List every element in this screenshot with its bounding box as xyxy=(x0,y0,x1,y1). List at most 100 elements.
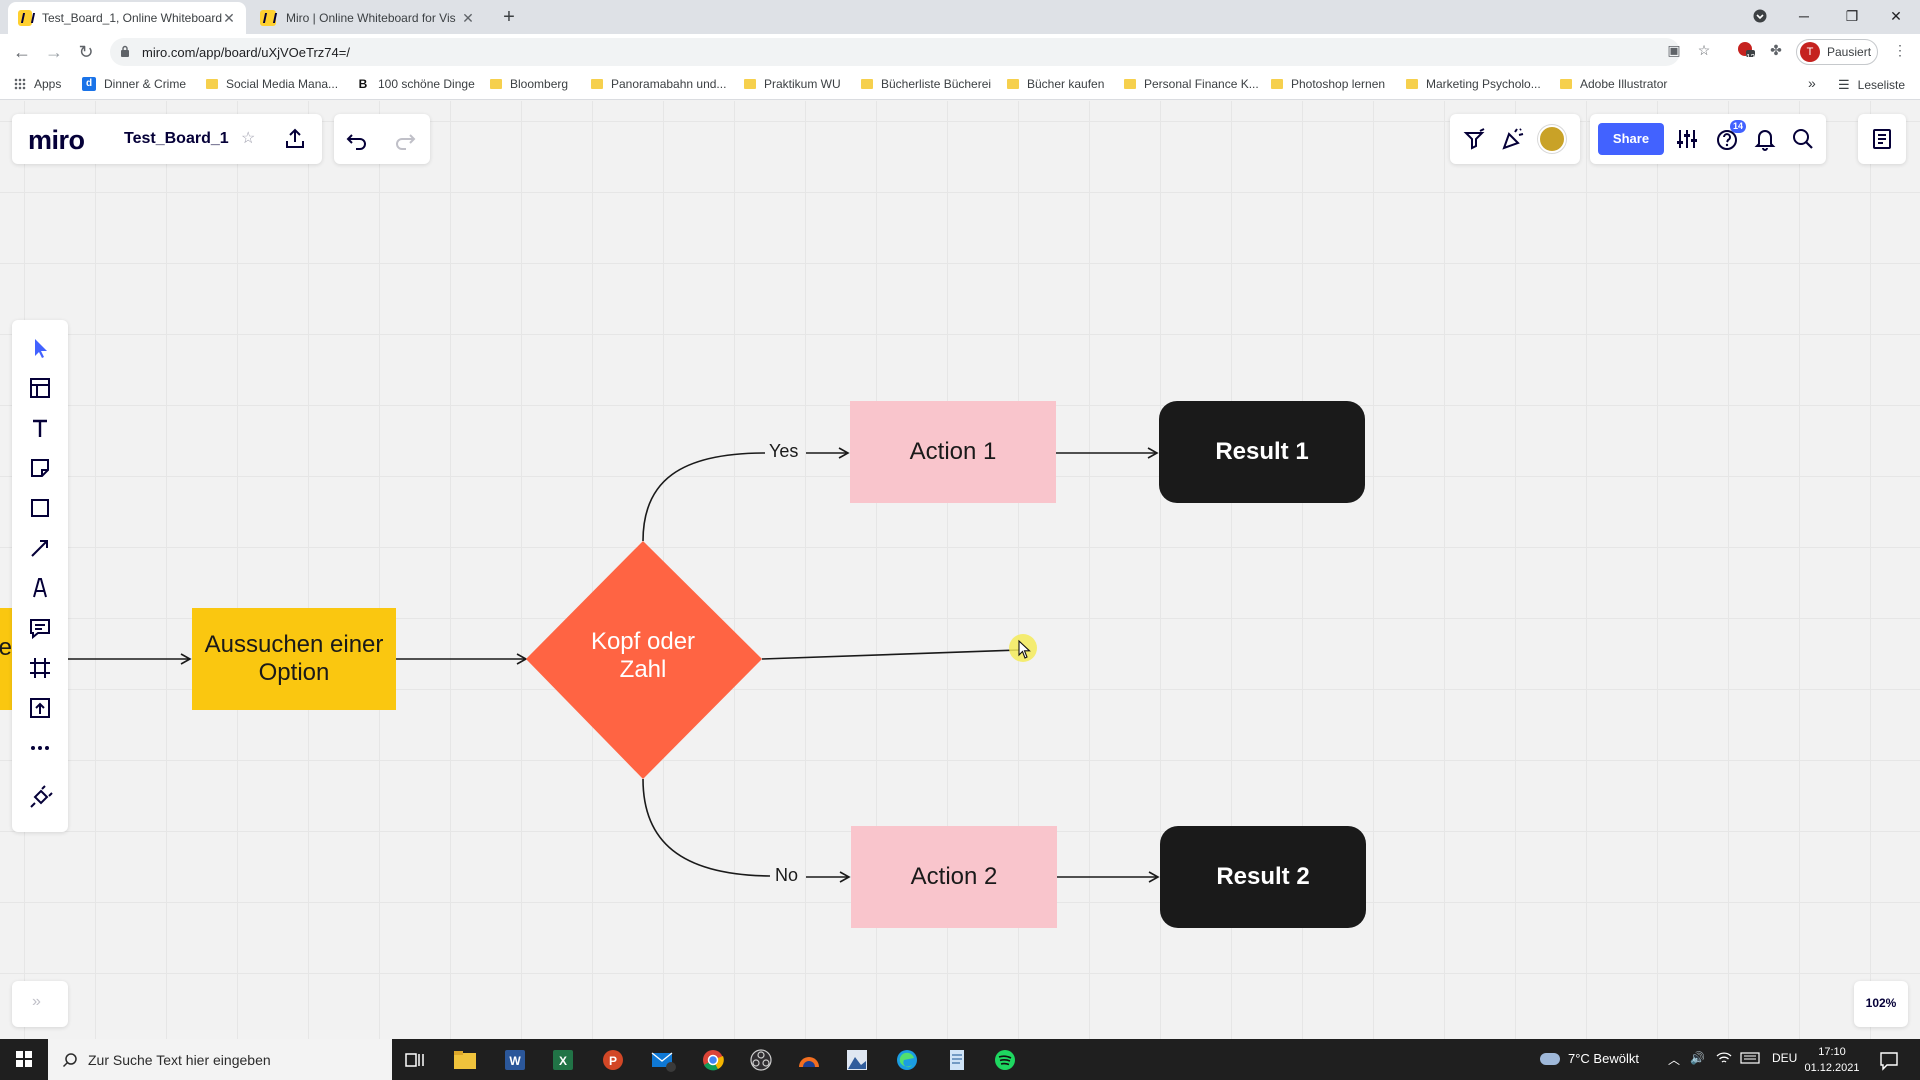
text-tool-icon[interactable] xyxy=(26,414,54,442)
tab-miro-website[interactable]: Miro | Online Whiteboard for Vis ✕ xyxy=(250,2,486,34)
bookmark-item[interactable]: Bücher kaufen xyxy=(1007,77,1104,91)
clock[interactable]: 17:10 01.12.2021 xyxy=(1800,1044,1864,1076)
board-name[interactable]: Test_Board_1 xyxy=(124,130,229,147)
zoom-control[interactable]: 102% xyxy=(1854,981,1908,1027)
bookmark-item[interactable]: Photoshop lernen xyxy=(1271,77,1385,91)
redo-icon[interactable] xyxy=(392,127,418,153)
forward-arrow-icon[interactable]: → xyxy=(45,42,63,62)
favorite-star-icon[interactable]: ☆ xyxy=(241,130,256,147)
bookmark-item[interactable]: Adobe Illustrator xyxy=(1560,77,1667,91)
network-icon[interactable] xyxy=(1716,1051,1732,1068)
tray-overflow-icon[interactable]: ︿ xyxy=(1668,1053,1681,1067)
bookmark-item[interactable]: Marketing Psycholo... xyxy=(1406,77,1541,91)
tab-test-board[interactable]: Test_Board_1, Online Whiteboard ✕ xyxy=(8,2,246,34)
frame-icon[interactable] xyxy=(26,654,54,682)
help-icon[interactable] xyxy=(1714,126,1740,152)
reactions-icon[interactable] xyxy=(1462,126,1488,152)
notification-center-icon[interactable] xyxy=(1874,1045,1904,1075)
excel-icon[interactable]: X xyxy=(548,1045,578,1075)
templates-icon[interactable] xyxy=(26,374,54,402)
more-tools-icon[interactable] xyxy=(26,734,54,762)
shape-result-1[interactable]: Result 1 xyxy=(1159,401,1365,503)
edge-icon[interactable] xyxy=(892,1045,922,1075)
miro-board-canvas[interactable]: e Aussuchen einer Option Kopf oder Zahl … xyxy=(0,101,1920,1039)
mail-icon[interactable] xyxy=(648,1045,678,1075)
shape-result-2[interactable]: Result 2 xyxy=(1160,826,1366,928)
connection-line-icon[interactable] xyxy=(26,534,54,562)
bookmark-item[interactable]: Bücherliste Bücherei xyxy=(861,77,991,91)
powerpoint-icon[interactable]: P xyxy=(598,1045,628,1075)
connector-label-no[interactable]: No xyxy=(773,865,801,886)
celebrate-icon[interactable] xyxy=(1500,126,1526,152)
close-window-icon[interactable]: ✕ xyxy=(1890,8,1902,24)
app-arc-icon[interactable] xyxy=(794,1045,824,1075)
connector-kopf-to-action2[interactable] xyxy=(642,778,771,877)
comment-icon[interactable] xyxy=(26,614,54,642)
shape-aussuchen-einer-option[interactable]: Aussuchen einer Option xyxy=(192,608,396,710)
apps-plug-icon[interactable] xyxy=(26,784,54,812)
profile-button[interactable]: T Pausiert xyxy=(1796,39,1878,65)
bookmark-star-icon[interactable]: ☆ xyxy=(1697,42,1711,58)
reading-list-button[interactable]: ☰ Leseliste xyxy=(1838,77,1905,93)
chrome-menu-icon[interactable]: ⋮ xyxy=(1893,42,1907,58)
notepad-icon[interactable] xyxy=(942,1045,972,1075)
select-cursor-icon[interactable] xyxy=(26,334,54,362)
board-notes-icon[interactable] xyxy=(1869,126,1895,152)
sticky-note-icon[interactable] xyxy=(26,454,54,482)
shape-tool-icon[interactable] xyxy=(26,494,54,522)
windows-start-icon[interactable] xyxy=(0,1039,48,1080)
obs-icon[interactable] xyxy=(746,1045,776,1075)
extension-icon[interactable]: 12 xyxy=(1736,40,1756,62)
shape-offscreen-left[interactable]: e xyxy=(0,608,12,710)
bookmark-apps[interactable]: Apps xyxy=(14,77,61,91)
share-button[interactable]: Share xyxy=(1598,123,1664,155)
connector-kopf-to-action1[interactable] xyxy=(642,452,766,542)
shape-action-1[interactable]: Action 1 xyxy=(850,401,1056,503)
collaborator-avatar[interactable] xyxy=(1538,125,1566,153)
chrome-icon[interactable] xyxy=(698,1045,728,1075)
expand-panel-button[interactable]: » xyxy=(12,981,68,1027)
image-app-icon[interactable] xyxy=(842,1045,872,1075)
weather-widget[interactable]: 7°C Bewölkt xyxy=(1540,1051,1639,1066)
bookmark-item[interactable]: Personal Finance K... xyxy=(1124,77,1259,91)
bookmark-item[interactable]: Praktikum WU xyxy=(744,77,841,91)
restore-window-icon[interactable]: ❐ xyxy=(1845,8,1859,24)
search-icon[interactable] xyxy=(1790,126,1816,152)
reload-icon[interactable]: ↻ xyxy=(78,42,94,62)
connector-label-yes[interactable]: Yes xyxy=(767,441,801,462)
bookmarks-overflow-icon[interactable]: » xyxy=(1808,75,1816,91)
pen-icon[interactable] xyxy=(26,574,54,602)
shape-action-2[interactable]: Action 2 xyxy=(851,826,1057,928)
file-explorer-icon[interactable] xyxy=(450,1045,480,1075)
tab-close-icon[interactable]: ✕ xyxy=(223,9,235,26)
new-tab-button[interactable]: + xyxy=(503,6,515,28)
spotify-icon[interactable] xyxy=(990,1045,1020,1075)
back-arrow-icon[interactable]: ← xyxy=(13,42,31,62)
upload-icon[interactable] xyxy=(26,694,54,722)
word-icon[interactable]: W xyxy=(500,1045,530,1075)
miro-logo[interactable]: miro xyxy=(28,125,85,155)
tab-search-icon[interactable] xyxy=(1740,4,1780,28)
connector-being-drawn[interactable] xyxy=(761,649,1021,660)
export-upload-icon[interactable] xyxy=(282,126,308,152)
shape-kopf-oder-zahl[interactable] xyxy=(526,541,762,779)
bookmark-item[interactable]: Panoramabahn und... xyxy=(591,77,726,91)
bookmark-item[interactable]: Bloomberg xyxy=(490,77,568,91)
notifications-bell-icon[interactable] xyxy=(1752,126,1778,152)
tab-close-icon[interactable]: ✕ xyxy=(462,9,474,26)
undo-icon[interactable] xyxy=(344,127,370,153)
keyboard-icon[interactable] xyxy=(1740,1051,1760,1068)
puzzle-extensions-icon[interactable]: ✤ xyxy=(1770,42,1782,58)
bookmark-item[interactable]: Social Media Mana... xyxy=(206,77,338,91)
volume-icon[interactable]: 🔊 xyxy=(1690,1051,1705,1065)
translate-icon[interactable]: ▣ xyxy=(1667,42,1681,58)
task-view-icon[interactable] xyxy=(400,1045,430,1075)
language-indicator[interactable]: DEU xyxy=(1772,1051,1798,1065)
settings-sliders-icon[interactable] xyxy=(1674,126,1700,152)
minimize-window-icon[interactable]: ─ xyxy=(1799,8,1809,24)
windows-search-box[interactable]: Zur Suche Text hier eingeben xyxy=(48,1039,392,1080)
address-bar[interactable]: miro.com/app/board/uXjVOeTrz74=/ xyxy=(110,38,1680,66)
